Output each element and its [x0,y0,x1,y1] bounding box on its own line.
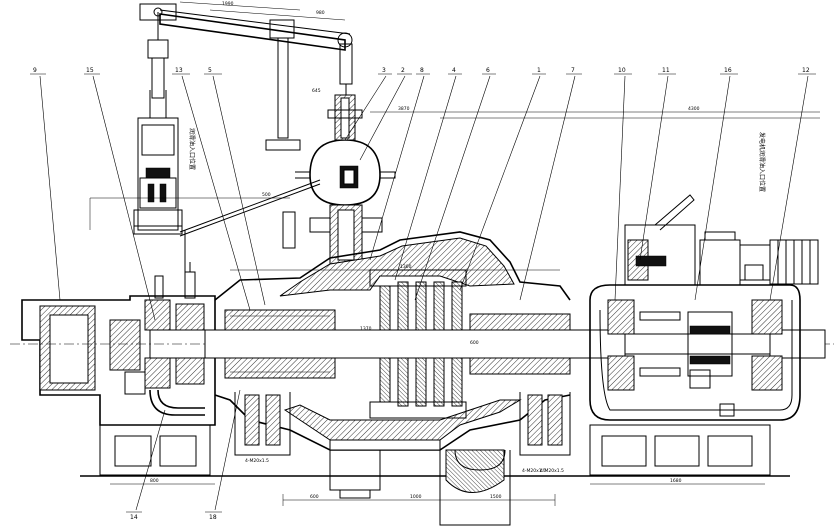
part-tag: 9 [33,67,37,74]
dimension-label: 4-M20x1.5 [245,458,269,464]
dimension-label: 1680 [670,478,682,484]
dimension-label: 645 [312,88,321,94]
dimension-label: 600 [470,340,479,346]
dimension-label: 980 [316,10,325,16]
part-tag: 3 [382,67,386,74]
dimension-label: 500 [262,192,271,198]
dimension-labels: 1990 980 645 3870 500 4300 1300 600 1000… [150,1,700,500]
part-tag: 4 [452,67,456,74]
steam-chest [282,94,396,266]
dimension-label: 4-M20x1.5 [522,468,546,474]
front-bearing-pedestal [21,262,216,426]
part-tag: 1 [537,67,541,74]
dimension-label: 4-M20x1.5 [540,468,564,474]
part-tag: 7 [571,67,575,74]
note-lube-oil-inlet: 润滑油入口位置 [188,128,196,170]
part-tag: 15 [86,67,94,74]
dimension-label: 1000 [410,494,422,500]
dimension-label: 1500 [490,494,502,500]
dimension-label: 600 [310,494,319,500]
dimension-label: 800 [150,478,159,484]
part-tag: 14 [130,514,138,521]
part-tag: 13 [175,67,183,74]
dimension-label: 1300 [400,264,412,270]
dimension-label: 4300 [688,106,700,112]
part-tag: 6 [486,67,490,74]
part-tags: 9 15 13 5 3 2 8 4 6 1 7 10 11 16 12 14 1… [33,67,810,521]
rotor-shaft [10,269,834,419]
part-tag: 8 [420,67,424,74]
dimension-label: 3870 [398,106,410,112]
part-tag: 18 [209,514,217,521]
turbine-casing [214,231,571,526]
rear-bearing-gearbox [589,284,801,421]
vertical-notes: 润滑油入口位置 发电机润滑油入口位置 [188,128,766,192]
part-tag: 11 [662,67,670,74]
part-tag: 5 [208,67,212,74]
governor-actuator [133,3,353,296]
part-tag: 10 [618,67,626,74]
dimension-label: 1370 [360,326,372,332]
dimension-label: 1990 [222,1,234,7]
part-tag: 2 [401,67,405,74]
part-tag: 16 [724,67,732,74]
leader-lines [30,1,820,513]
note-generator-lube-oil-inlet: 发电机润滑油入口位置 [758,132,766,192]
part-tag: 12 [802,67,810,74]
turning-gear-motor [624,194,819,286]
